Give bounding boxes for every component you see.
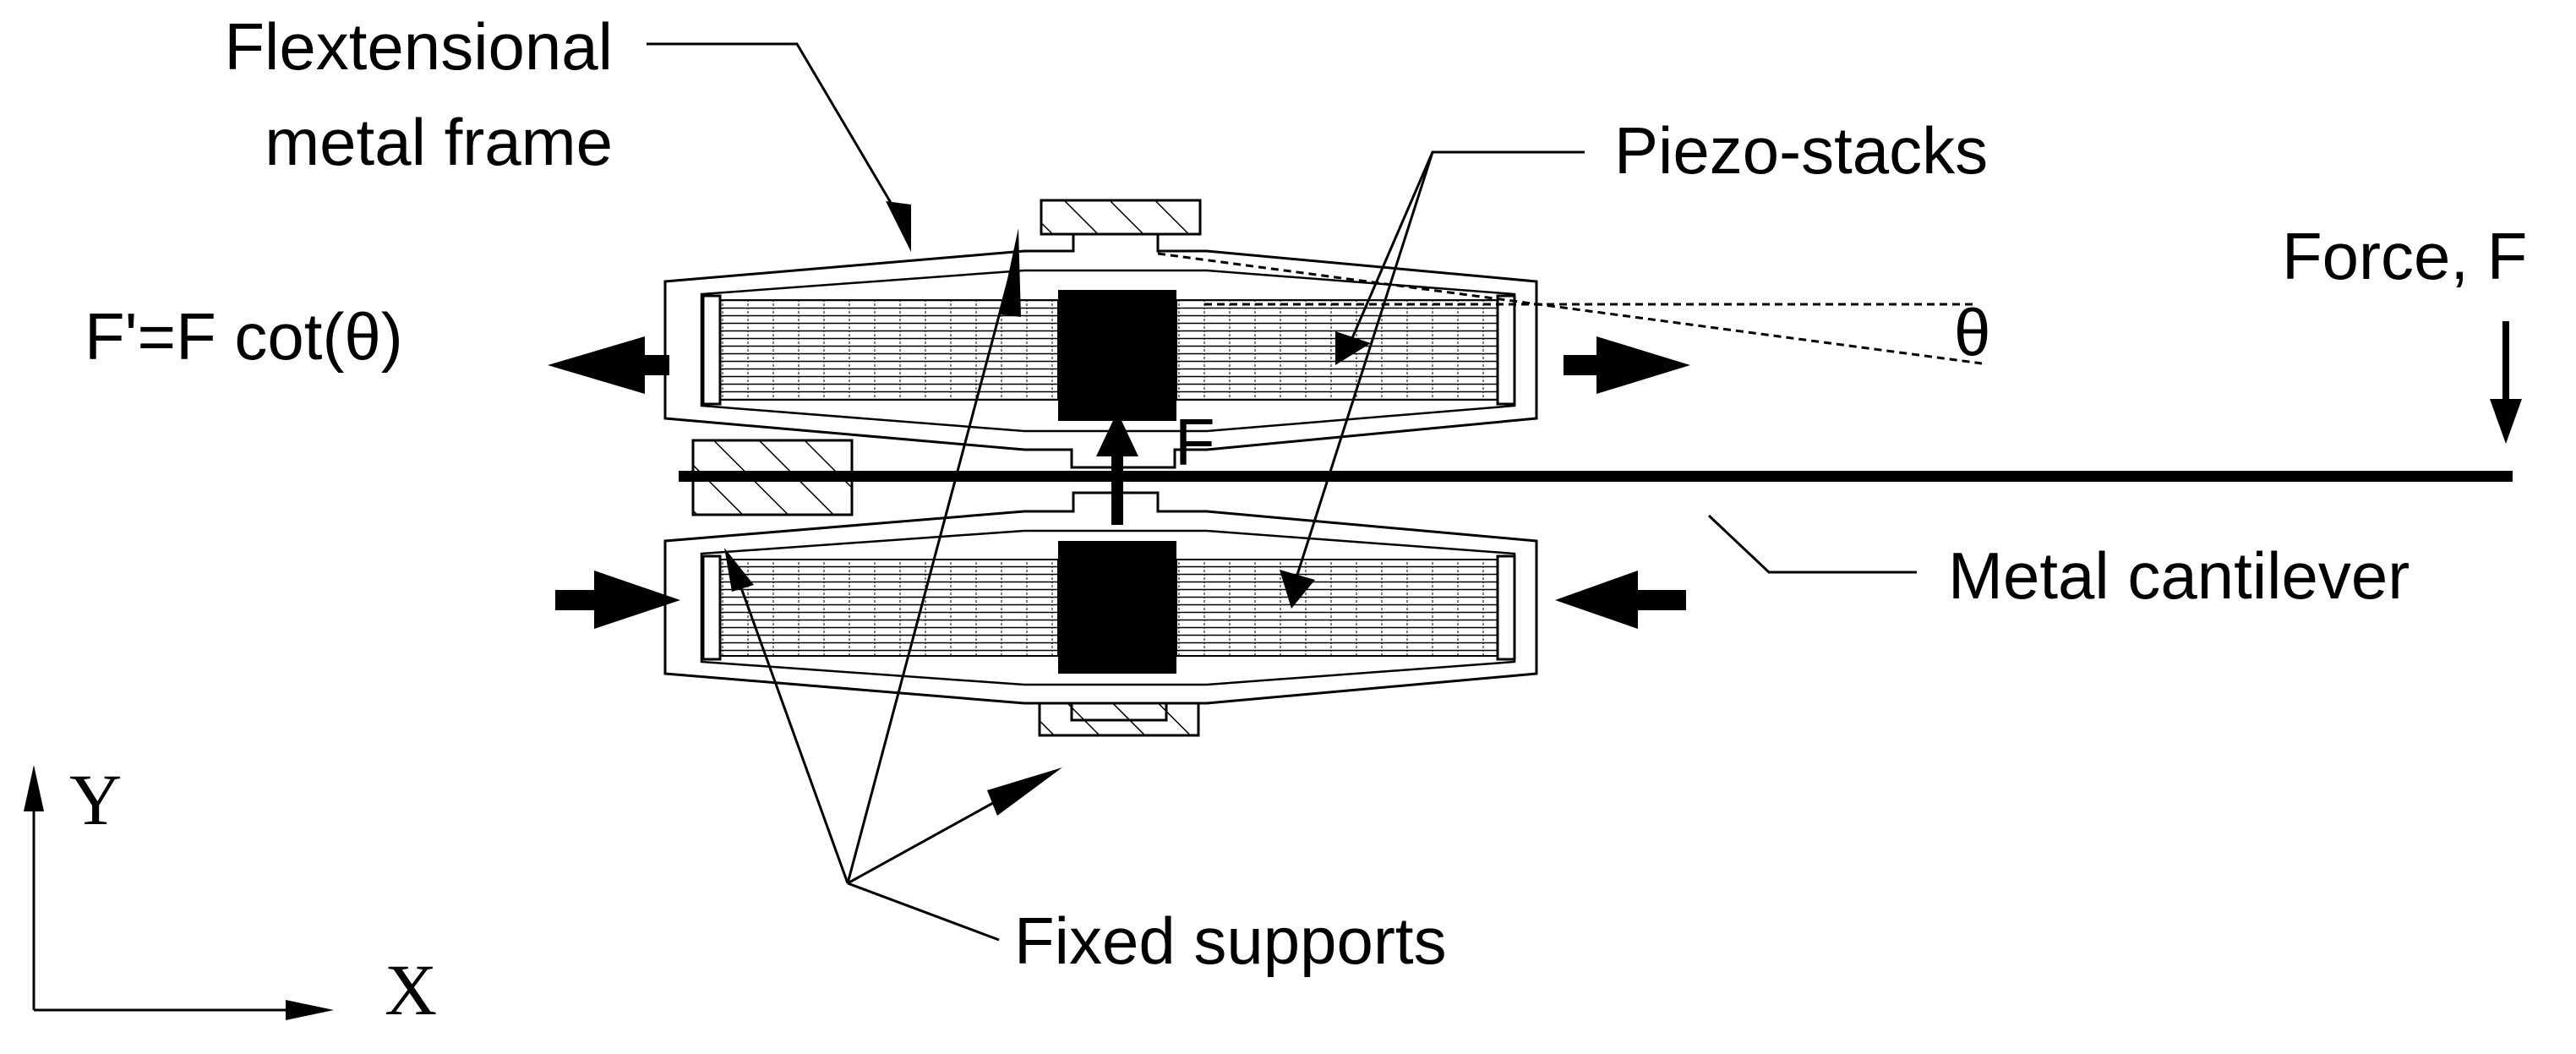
bottom-fixed-support <box>1038 702 1200 737</box>
theta-angle-lines <box>1157 252 1983 365</box>
lower-right-end-cap <box>1496 554 1516 661</box>
internal-force-arrow <box>1096 412 1138 525</box>
fixed-supports-leaders <box>724 228 1062 942</box>
amplified-force-label: F'=F cot(θ) <box>85 299 403 374</box>
upper-actuator <box>663 232 1538 469</box>
frame-label-line1: Flextensional <box>224 9 613 84</box>
lower-left-inward-arrow <box>555 571 680 629</box>
lower-frame-inner <box>700 529 1516 686</box>
force-label: Force, F <box>2282 219 2527 293</box>
upper-left-outward-arrow <box>548 336 669 394</box>
theta-label: θ <box>1954 295 1990 369</box>
cantilever-label: Metal cantilever <box>1948 538 2410 613</box>
piezo-label: Piezo-stacks <box>1614 113 1988 188</box>
lower-center-block <box>1058 541 1176 674</box>
upper-right-outward-arrow <box>1564 336 1690 394</box>
cantilever-leader <box>1707 514 1917 574</box>
upper-right-end-cap <box>1496 294 1516 406</box>
upper-center-block <box>1058 290 1176 421</box>
fixed-supports-label: Fixed supports <box>1014 904 1447 978</box>
upper-frame-inner <box>700 269 1516 433</box>
lower-actuator <box>663 491 1538 722</box>
metal-cantilever-beam <box>679 471 2513 482</box>
upper-left-end-cap <box>701 294 722 406</box>
axis-x-label: X <box>385 949 437 1030</box>
top-fixed-support <box>1040 199 1202 236</box>
lower-left-piezo-stack <box>719 559 1059 657</box>
lower-right-piezo-stack <box>1176 559 1498 657</box>
frame-leader <box>647 42 911 252</box>
internal-force-label: F <box>1175 405 1215 479</box>
lower-right-inward-arrow <box>1555 571 1686 629</box>
lower-left-end-cap <box>701 554 722 661</box>
upper-left-piezo-stack <box>719 299 1059 401</box>
frame-label-line2: metal frame <box>265 105 613 179</box>
axis-y-label: Y <box>69 759 122 840</box>
coordinate-axes <box>24 765 334 1020</box>
piezo-leaders <box>1280 150 1585 609</box>
applied-force-arrow <box>2490 321 2522 444</box>
